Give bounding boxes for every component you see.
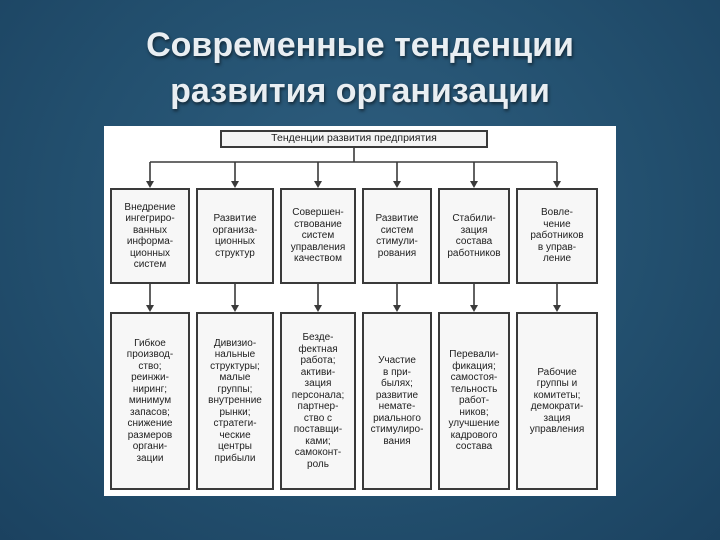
slide-title-line-1: Современные тенденции: [146, 26, 574, 64]
link-arrow-5: [470, 305, 478, 312]
trend-box-6: Вовле- чение работников в управ- ление: [516, 188, 598, 284]
drop-arrow-2: [231, 181, 239, 188]
link-arrow-4: [393, 305, 401, 312]
drop-arrow-6: [553, 181, 561, 188]
connector-lines: [146, 148, 561, 312]
detail-box-2: Дивизио- нальные структуры; малые группы…: [196, 312, 274, 490]
detail-box-3: Бездe- фектная работа; активи- зация пер…: [280, 312, 356, 490]
drop-arrow-3: [314, 181, 322, 188]
detail-box-6: Рабочие группы и комитеты; демократи- за…: [516, 312, 598, 490]
root-box: Тенденции развития предприятия: [220, 130, 488, 148]
link-arrow-3: [314, 305, 322, 312]
trend-box-3: Совершен- ствование систем управления ка…: [280, 188, 356, 284]
slide-title-line-2: развития организации: [170, 72, 550, 110]
drop-arrow-4: [393, 181, 401, 188]
link-arrow-6: [553, 305, 561, 312]
trend-box-4: Развитие систем стимули- рования: [362, 188, 432, 284]
detail-box-1: Гибкое производ- ство; реинжи- ниринг; м…: [110, 312, 190, 490]
trend-box-2: Развитие организа- ционных структур: [196, 188, 274, 284]
link-arrow-2: [231, 305, 239, 312]
drop-arrow-1: [146, 181, 154, 188]
slide-title: Современные тенденции развития организац…: [0, 22, 720, 114]
trend-box-5: Стабили- зация состава работников: [438, 188, 510, 284]
tendencies-diagram: Тенденции развития предприятия Внедрение…: [104, 126, 616, 496]
trend-box-1: Внедрение ингегриро- ванных информа- цио…: [110, 188, 190, 284]
drop-arrow-5: [470, 181, 478, 188]
detail-box-4: Участие в при- былях; развитие немате- р…: [362, 312, 432, 490]
link-arrow-1: [146, 305, 154, 312]
detail-box-5: Перевали- фикация; самостоя- тельность р…: [438, 312, 510, 490]
